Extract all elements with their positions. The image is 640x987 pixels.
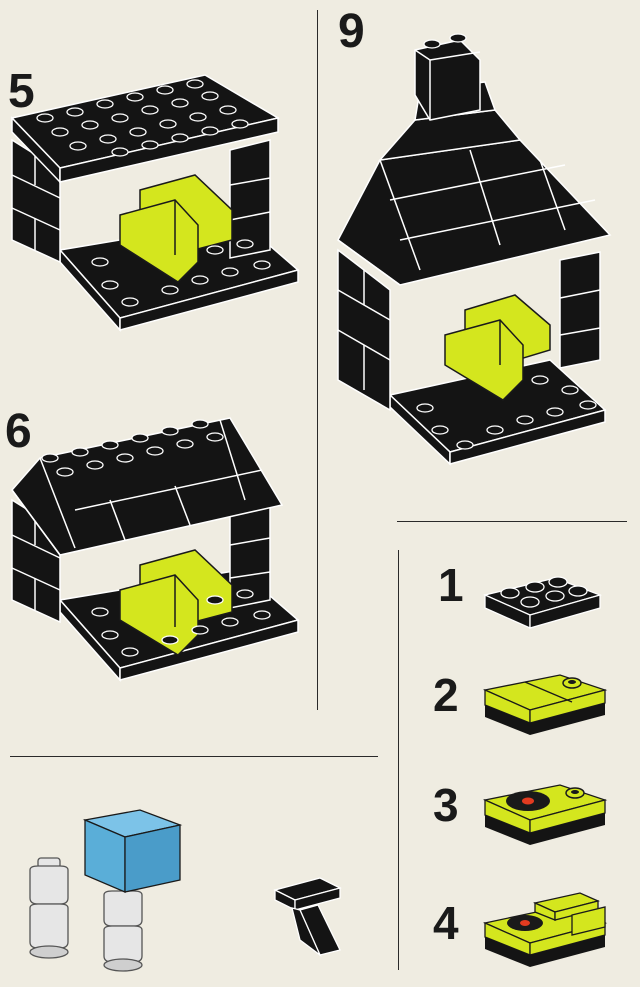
bottles-box-chair-illustration bbox=[29, 809, 342, 972]
substep-number-4: 4 bbox=[433, 897, 459, 949]
bottle-left bbox=[29, 857, 69, 959]
blue-box bbox=[82, 809, 183, 893]
step-number-6: 6 bbox=[5, 405, 32, 458]
black-chair bbox=[273, 877, 342, 958]
bottle-center bbox=[103, 890, 143, 972]
substep2-yellow-tiles bbox=[482, 674, 608, 735]
fireplace-step5-illustration bbox=[10, 74, 300, 332]
horizontal-divider-left bbox=[10, 756, 378, 757]
substep1-black-plate bbox=[482, 576, 603, 630]
substep4-turntable-with-lid bbox=[482, 892, 608, 967]
substep-number-3: 3 bbox=[433, 779, 459, 831]
vertical-divider-lower bbox=[398, 550, 399, 970]
substep3-turntable bbox=[482, 784, 608, 845]
substep-number-1: 1 bbox=[438, 559, 464, 611]
fireplace-step6-illustration bbox=[11, 417, 300, 682]
substep-number-2: 2 bbox=[433, 669, 459, 721]
vertical-divider bbox=[317, 10, 318, 710]
horizontal-divider-right bbox=[397, 521, 627, 522]
step-number-5: 5 bbox=[8, 65, 35, 118]
step-number-9: 9 bbox=[338, 5, 365, 58]
fireplace-step9-illustration bbox=[337, 33, 612, 466]
